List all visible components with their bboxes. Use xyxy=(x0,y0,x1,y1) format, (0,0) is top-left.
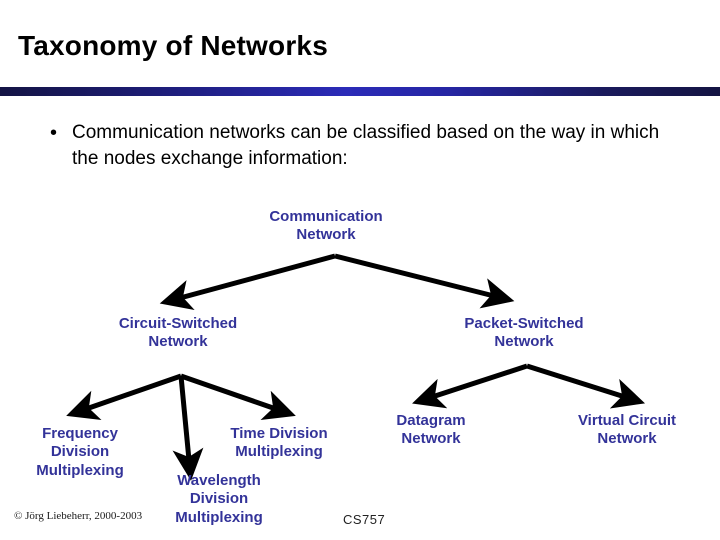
tree-node-wavelength-division-multiplexing: Wavelength Division Multiplexing xyxy=(175,472,263,526)
copyright-notice: © Jörg Liebeherr, 2000-2003 xyxy=(14,510,143,522)
tree-node-virtual-circuit-network: Virtual Circuit Network xyxy=(577,412,677,448)
connector-root-to-circuit xyxy=(159,253,336,311)
page-title: Taxonomy of Networks xyxy=(18,30,328,61)
connector-circuit-to-fdm xyxy=(66,373,182,421)
bullet-list: • Communication networks can be classifi… xyxy=(50,120,670,172)
connector-circuit-to-wdm xyxy=(172,375,204,481)
course-code-label: CS757 xyxy=(343,512,386,527)
tree-node-time-division-multiplexing: Time Division Multiplexing xyxy=(230,425,328,461)
bullet-marker-icon: • xyxy=(50,122,58,144)
connector-root-to-packet xyxy=(334,253,515,309)
bullet-item-label: Communication networks can be classified… xyxy=(72,122,660,169)
tree-node-communication-network: Communication Network xyxy=(269,208,383,244)
list-item: • Communication networks can be classifi… xyxy=(50,120,670,172)
title-divider-rule xyxy=(0,87,720,96)
tree-node-circuit-switched-network: Circuit-Switched Network xyxy=(118,315,238,351)
tree-node-datagram-network: Datagram Network xyxy=(396,412,466,448)
connector-packet-to-datagram xyxy=(412,363,528,409)
connector-packet-to-virtual-circuit xyxy=(526,363,646,409)
tree-node-frequency-division-multiplexing: Frequency Division Multiplexing xyxy=(36,425,124,479)
tree-node-packet-switched-network: Packet-Switched Network xyxy=(464,315,584,351)
connector-circuit-to-tdm xyxy=(180,373,296,421)
